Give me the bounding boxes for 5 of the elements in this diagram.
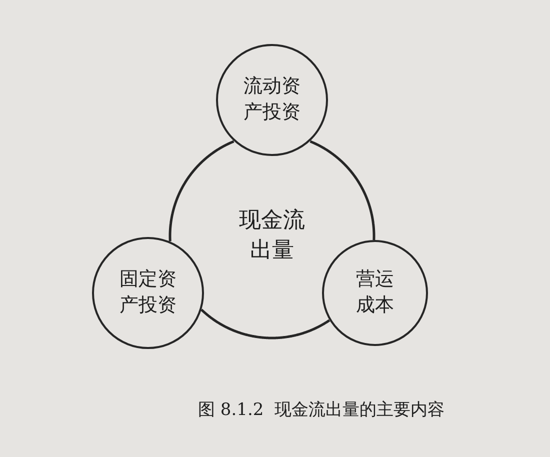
- topic-circle: 固定资产投资: [92, 237, 204, 349]
- topic-circle: 流动资产投资: [216, 44, 328, 156]
- figure-caption: 图 8.1.2 现金流出量的主要内容: [198, 399, 444, 421]
- topic-circle: 营运成本: [322, 240, 428, 346]
- circle-text: 现金流出量: [238, 206, 306, 266]
